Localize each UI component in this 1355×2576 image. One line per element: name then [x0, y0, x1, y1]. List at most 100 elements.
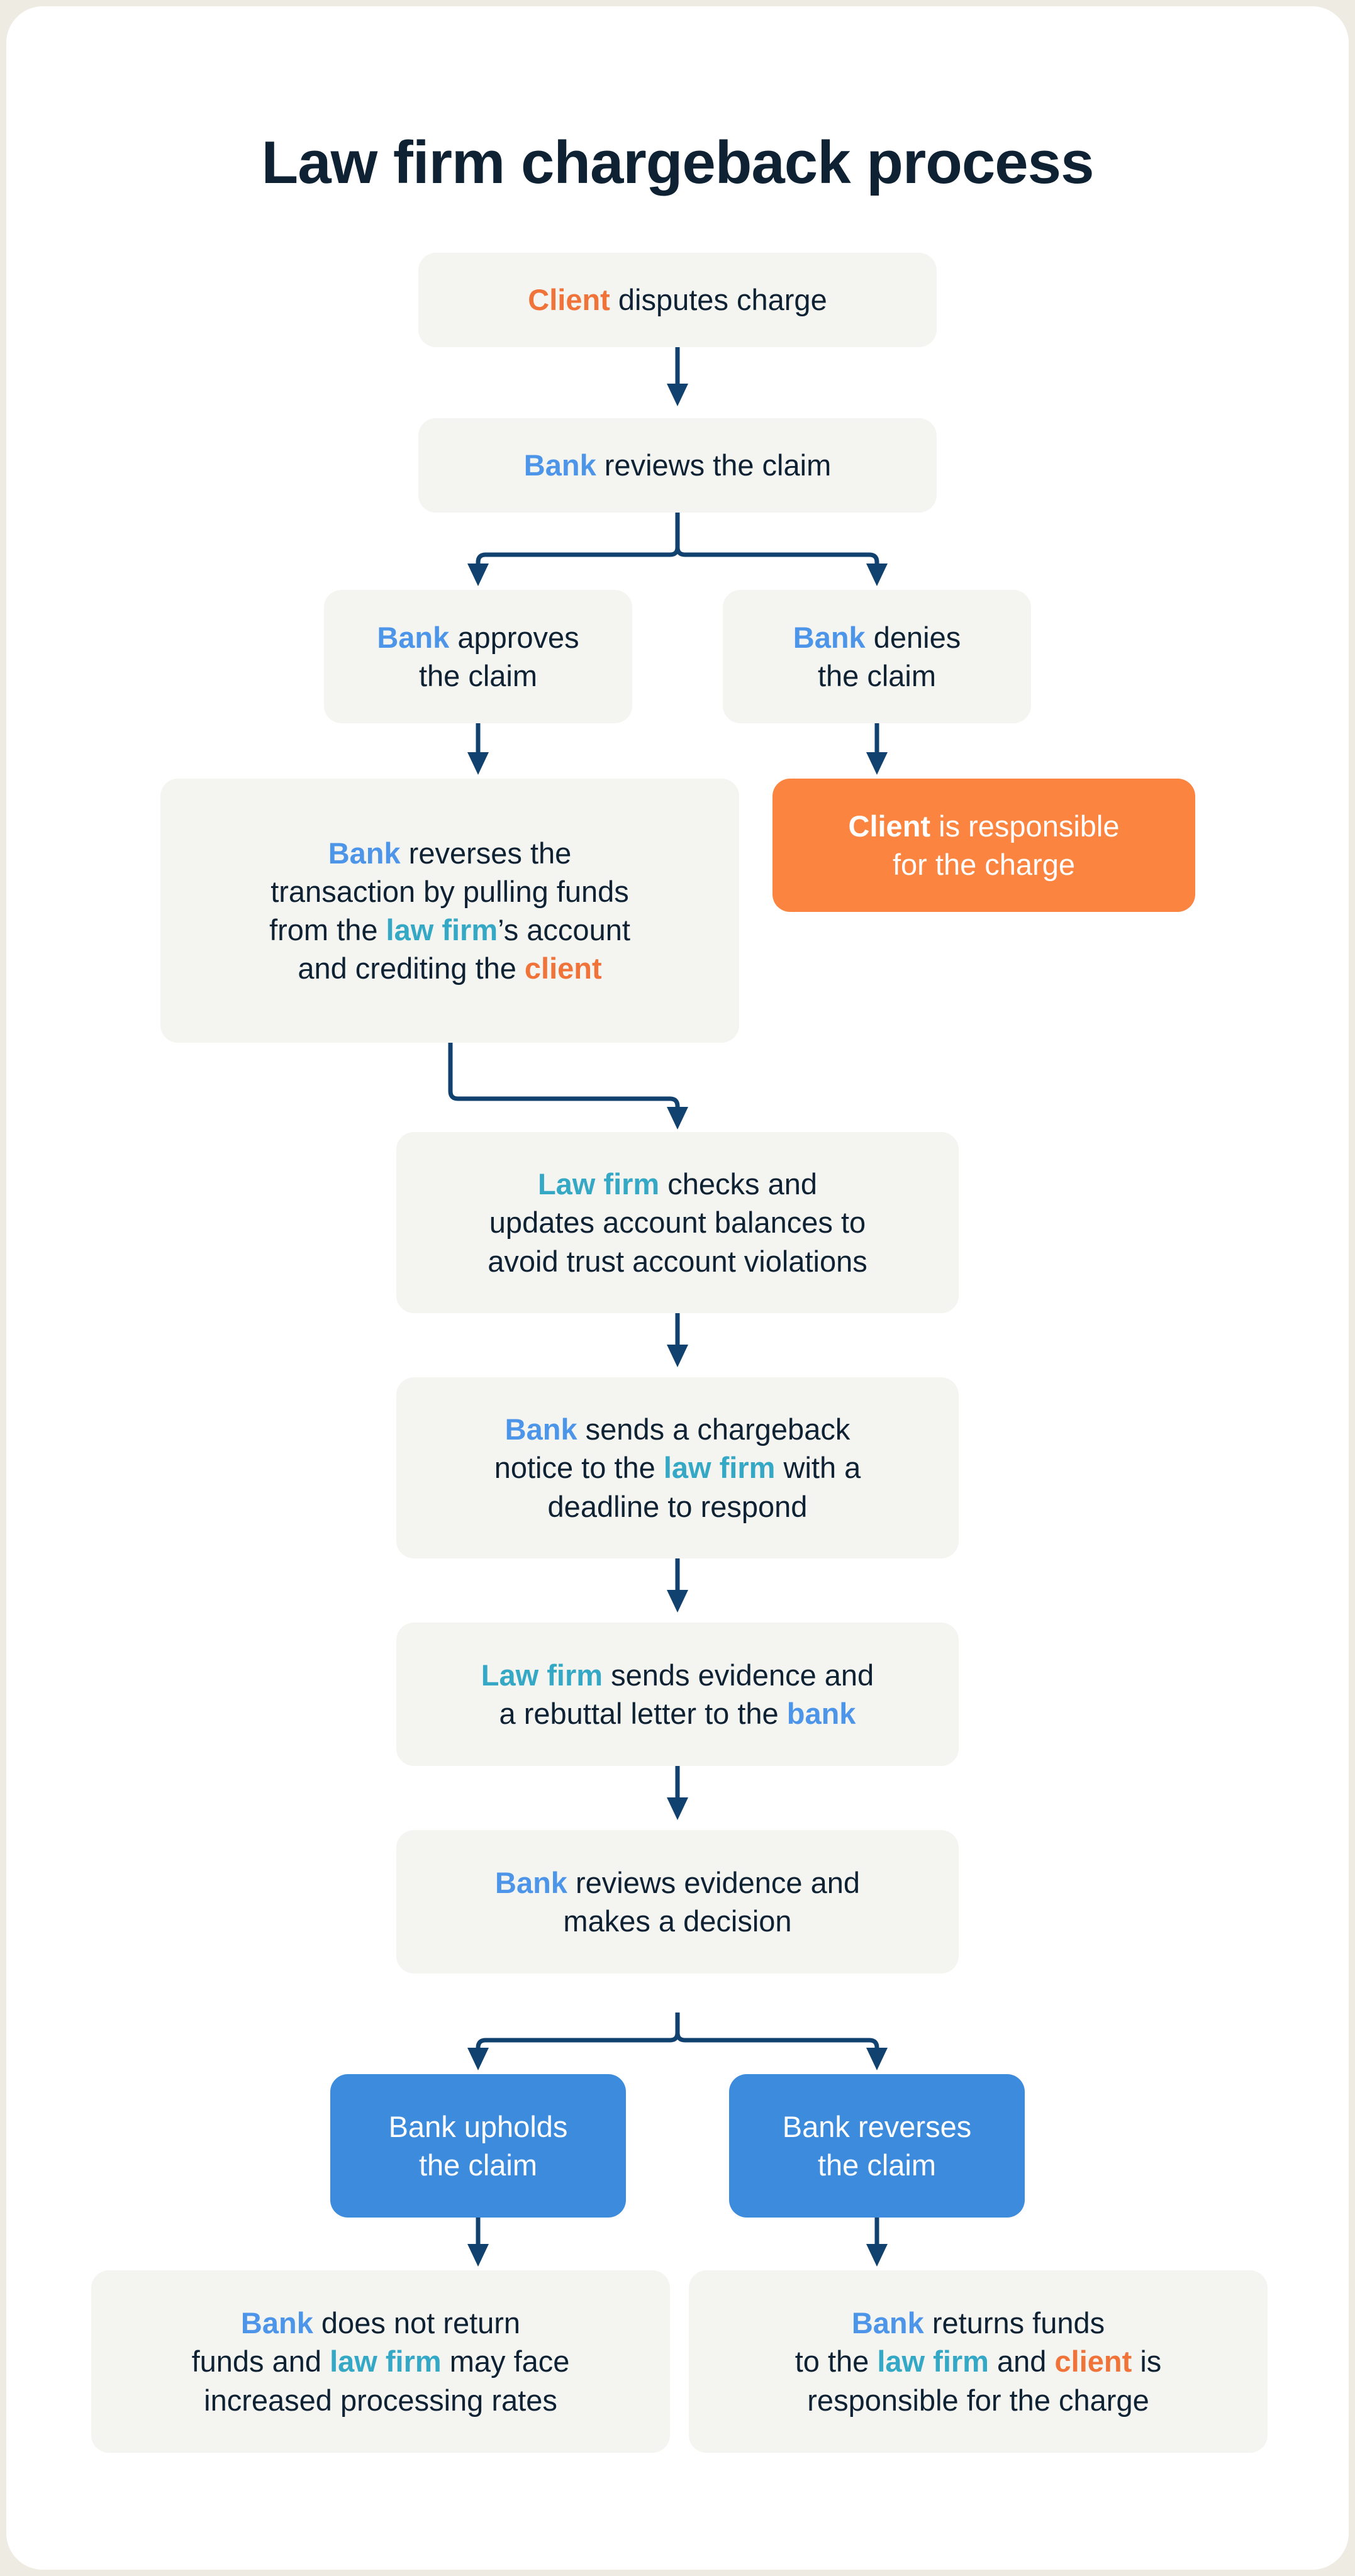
keyword-bank: Bank	[240, 2306, 313, 2340]
node-text-line: Law firm sends evidence and	[413, 1656, 942, 1694]
text-span: to the	[795, 2345, 878, 2379]
node-text-line: a rebuttal letter to the bank	[413, 1694, 942, 1733]
node-text-line: Bank reverses the	[177, 834, 723, 872]
keyword-bank: Bank	[328, 836, 401, 870]
keyword-firm: law firm	[330, 2345, 442, 2379]
node-text-line: makes a decision	[413, 1902, 942, 1940]
node-text-line: the claim	[739, 657, 1015, 695]
text-span: approves	[449, 620, 579, 654]
node-text-line: the claim	[340, 657, 616, 695]
connector-checks-to-notice	[667, 1313, 688, 1367]
text-span: notice to the	[494, 1451, 664, 1485]
node-text-line: increased processing rates	[108, 2381, 654, 2419]
text-span: and	[988, 2345, 1055, 2379]
text-span: funds and	[191, 2345, 330, 2379]
text-span: sends evidence and	[603, 1658, 874, 1692]
node-text-line: Bank reviews evidence and	[413, 1863, 942, 1902]
keyword-bank: Bank	[495, 1865, 567, 1899]
text-span: may face	[441, 2345, 570, 2379]
node-bank-upholds-claim[interactable]: Bank upholds the claim	[330, 2074, 626, 2218]
text-span: with a	[775, 1451, 861, 1485]
node-text-line: Bank sends a chargeback	[413, 1410, 942, 1448]
node-text-line: and crediting the client	[177, 949, 723, 987]
node-text-line: to the law firm and client is	[705, 2342, 1251, 2380]
keyword-client: Client	[848, 809, 931, 843]
text-span: responsible for the charge	[807, 2383, 1149, 2417]
node-text-line: from the law firm’s account	[177, 911, 723, 949]
node-client-disputes[interactable]: Client disputes charge	[418, 253, 937, 347]
node-text-line: the claim	[347, 2146, 610, 2184]
node-text-line: avoid trust account violations	[413, 1242, 942, 1280]
node-text-line: Client is responsible	[789, 807, 1179, 845]
text-span: disputes charge	[610, 283, 827, 317]
node-text-line: for the charge	[789, 845, 1179, 884]
node-bank-reviews-claim[interactable]: Bank reviews the claim	[418, 418, 937, 513]
connector-reverse-to-lawfirm-checks	[448, 1043, 688, 1130]
connector-reverse-to-returns	[866, 2218, 888, 2267]
node-text-line: transaction by pulling funds	[177, 872, 723, 911]
node-text-line: Bank returns funds	[705, 2304, 1251, 2342]
text-span: updates account balances to	[489, 1206, 866, 1240]
keyword-client: Client	[528, 283, 610, 317]
text-span: denies	[865, 620, 961, 654]
text-span: ’s account	[498, 913, 630, 947]
connector-client-to-bankreview	[667, 347, 688, 406]
text-span: makes a decision	[563, 1904, 792, 1938]
text-span: the claim	[418, 659, 538, 692]
text-span: checks and	[659, 1167, 818, 1201]
text-span: is	[1132, 2345, 1162, 2379]
connector-split-approve-deny	[467, 513, 888, 586]
connector-deny-to-client-responsible	[866, 723, 888, 775]
keyword-firm: law firm	[663, 1451, 776, 1485]
node-text-line: Law firm checks and	[413, 1165, 942, 1203]
node-text-line: Bank reviews the claim	[435, 446, 920, 484]
text-span: deadline to respond	[547, 1489, 808, 1523]
text-span: from the	[269, 913, 386, 947]
connector-notice-to-evidence	[667, 1558, 688, 1613]
node-text-line: Client disputes charge	[435, 280, 920, 319]
node-text-line: Bank does not return	[108, 2304, 654, 2342]
node-text-line: funds and law firm may face	[108, 2342, 654, 2380]
node-bank-reverses-claim[interactable]: Bank reverses the claim	[729, 2074, 1025, 2218]
text-span: returns funds	[923, 2306, 1105, 2340]
text-span: a rebuttal letter to the	[499, 1697, 787, 1730]
keyword-bank: Bank	[505, 1413, 577, 1446]
text-span: Bank upholds	[388, 2109, 568, 2143]
page-title: Law firm chargeback process	[261, 129, 1095, 197]
node-text-line: Bank denies	[739, 618, 1015, 657]
text-span: the claim	[817, 659, 937, 692]
node-text-line: Bank reverses	[745, 2107, 1008, 2146]
keyword-firm: law firm	[386, 913, 498, 947]
flowchart-card: Law firm chargeback process	[6, 6, 1349, 2570]
text-span: Bank reverses	[782, 2109, 972, 2143]
keyword-bank: bank	[786, 1697, 856, 1730]
text-span: does not return	[313, 2306, 521, 2340]
text-span: the claim	[817, 2148, 937, 2182]
node-text-line: notice to the law firm with a	[413, 1448, 942, 1487]
keyword-bank: Bank	[851, 2306, 924, 2340]
keyword-client: client	[524, 952, 602, 985]
node-text-line: Bank approves	[340, 618, 616, 657]
keyword-firm: Law firm	[537, 1167, 660, 1201]
keyword-bank: Bank	[793, 620, 866, 654]
text-span: the claim	[418, 2148, 538, 2182]
keyword-firm: law firm	[877, 2345, 989, 2379]
connector-approve-to-reverse	[467, 723, 489, 775]
node-text-line: the claim	[745, 2146, 1008, 2184]
node-text-line: deadline to respond	[413, 1487, 942, 1526]
text-span: and crediting the	[298, 952, 525, 985]
text-span: reviews the claim	[596, 448, 832, 482]
text-span: is responsible	[930, 809, 1120, 843]
keyword-firm: Law firm	[481, 1658, 603, 1692]
